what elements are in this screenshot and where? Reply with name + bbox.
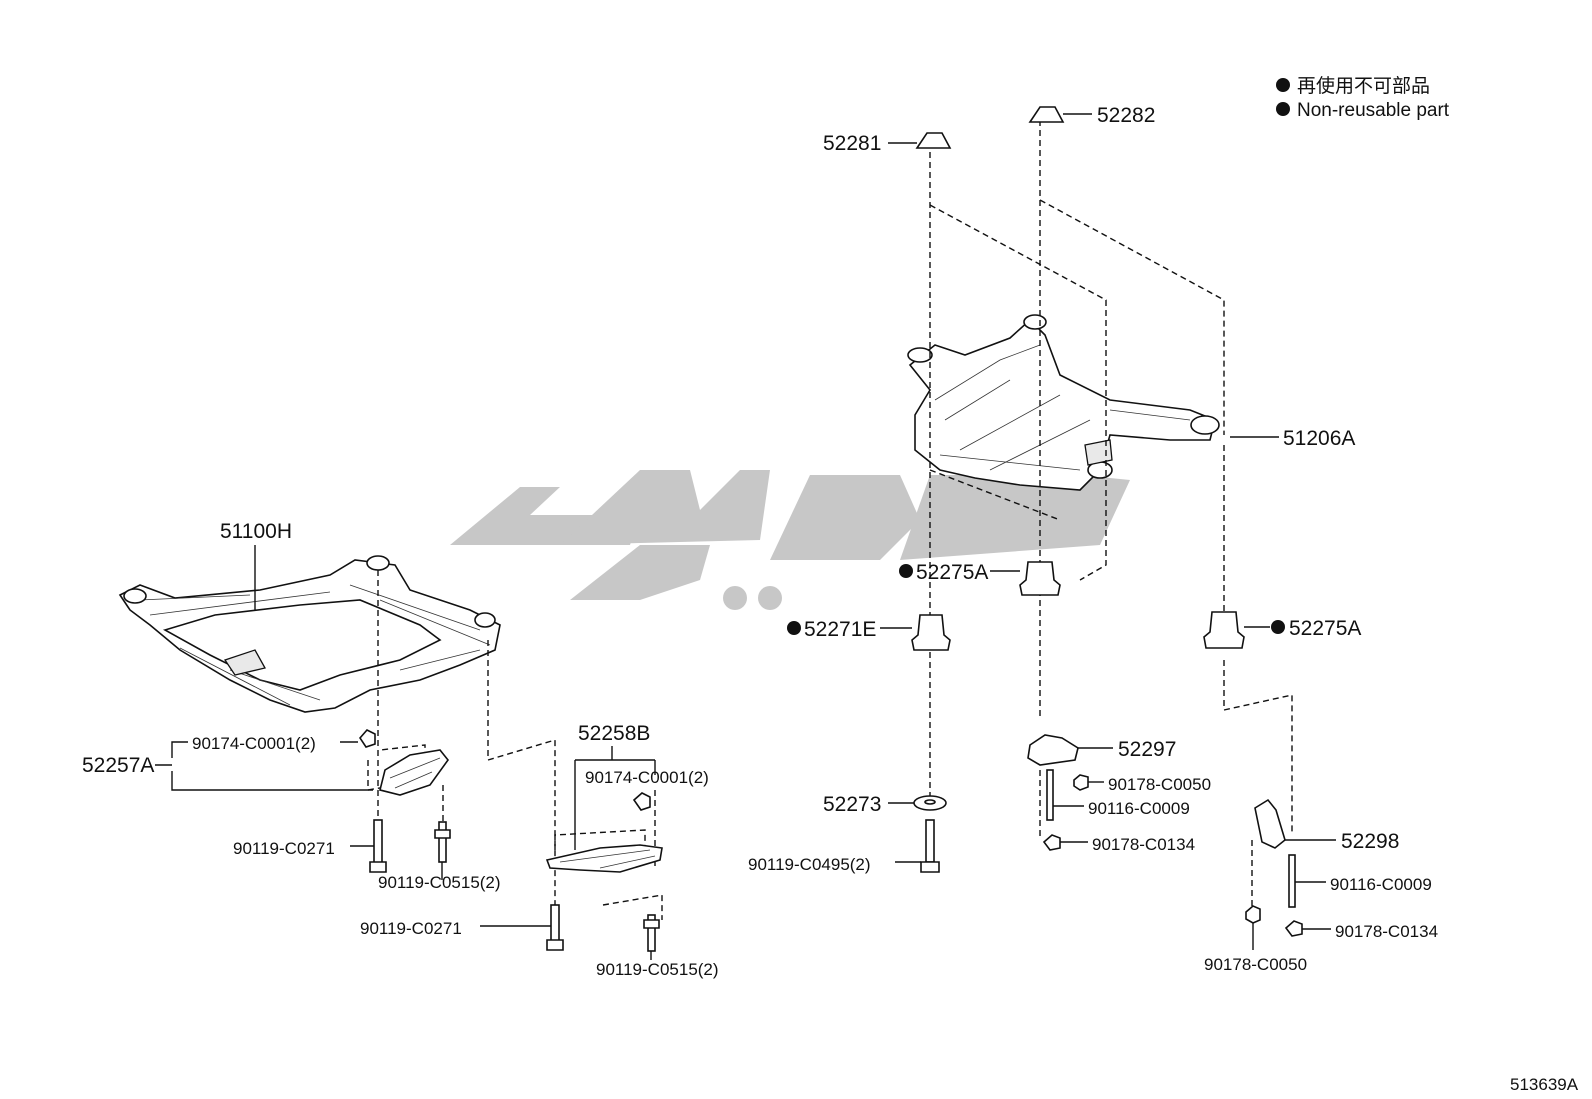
part-90119-C0515-bolt-b: 90119-C0515(2) <box>596 914 719 979</box>
legend-bullet-icon <box>1276 102 1290 116</box>
label-90119-C0515-a: 90119-C0515(2) <box>378 873 501 892</box>
diagram-id: 513639A <box>1510 1075 1579 1094</box>
label-90174-C0001-a: 90174-C0001(2) <box>192 734 316 753</box>
part-52281-mount-stopper: 52281 <box>823 132 952 155</box>
part-90119-C0271-bolt-a: 90119-C0271 <box>233 819 387 873</box>
part-52298-bracket: 52298 90116-C0009 90178-C0134 90178-C005… <box>1204 798 1438 974</box>
rear-subframe-51206A <box>907 314 1220 491</box>
legend-line-2: Non-reusable part <box>1297 100 1450 121</box>
watermark-logo <box>450 470 1130 610</box>
label-90116-C0009-b: 90116-C0009 <box>1330 875 1432 894</box>
label-52275A-right: 52275A <box>1289 617 1361 640</box>
label-52275A-center: 52275A <box>916 561 988 584</box>
label-52282: 52282 <box>1097 104 1155 127</box>
legend: 再使用不可部品 Non-reusable part <box>1276 75 1450 121</box>
part-52258B-bracket: 52258B 90174-C0001(2) <box>545 722 709 873</box>
label-52297: 52297 <box>1118 738 1176 761</box>
label-group-51100H: 51100H <box>220 520 292 610</box>
label-52281: 52281 <box>823 132 881 155</box>
label-52271E: 52271E <box>804 618 876 641</box>
label-52273: 52273 <box>823 793 881 816</box>
label-90119-C0271-a: 90119-C0271 <box>233 839 335 858</box>
label-90119-C0495: 90119-C0495(2) <box>748 855 871 874</box>
label-52258B: 52258B <box>578 722 650 745</box>
legend-bullet-icon <box>1276 78 1290 92</box>
part-90119-C0515-bolt-a: 90119-C0515(2) <box>378 821 501 892</box>
non-reusable-marker-icon <box>787 621 801 635</box>
label-90178-C0050-a: 90178-C0050 <box>1108 775 1211 794</box>
label-90174-C0001-b: 90174-C0001(2) <box>585 768 709 787</box>
label-90178-C0134-b: 90178-C0134 <box>1335 922 1438 941</box>
label-52298: 52298 <box>1341 830 1399 853</box>
part-52257A-bracket: 52257A 90174-C0001(2) <box>82 729 450 796</box>
label-51206A: 51206A <box>1283 427 1355 450</box>
non-reusable-marker-icon <box>899 564 913 578</box>
label-90119-C0515-b: 90119-C0515(2) <box>596 960 719 979</box>
label-51100H: 51100H <box>220 520 292 543</box>
part-52275A-center-bushing: 52275A <box>899 561 1061 596</box>
label-90119-C0271-b: 90119-C0271 <box>360 919 462 938</box>
part-52275A-right-bushing: 52275A <box>1203 611 1361 649</box>
label-90116-C0009-a: 90116-C0009 <box>1088 799 1190 818</box>
part-90119-C0271-bolt-b: 90119-C0271 <box>360 904 564 951</box>
front-subframe-51100H <box>118 555 501 713</box>
part-52297-bracket: 52297 90178-C0050 90116-C0009 90178-C013… <box>1027 734 1211 854</box>
label-group-51206A: 51206A <box>1230 427 1355 450</box>
part-52271E-bushing: 52271E <box>787 614 951 651</box>
part-52282-mount-stopper: 52282 <box>1028 104 1155 127</box>
part-52273-washer: 52273 <box>823 793 947 816</box>
legend-line-1: 再使用不可部品 <box>1297 75 1430 97</box>
label-52257A: 52257A <box>82 754 154 777</box>
rear-assembly-lines <box>929 120 1293 910</box>
part-90119-C0495-bolt: 90119-C0495(2) <box>748 819 940 874</box>
non-reusable-marker-icon <box>1271 620 1285 634</box>
label-90178-C0050-b: 90178-C0050 <box>1204 955 1307 974</box>
front-assembly-lines <box>367 570 663 920</box>
label-90178-C0134-a: 90178-C0134 <box>1092 835 1195 854</box>
